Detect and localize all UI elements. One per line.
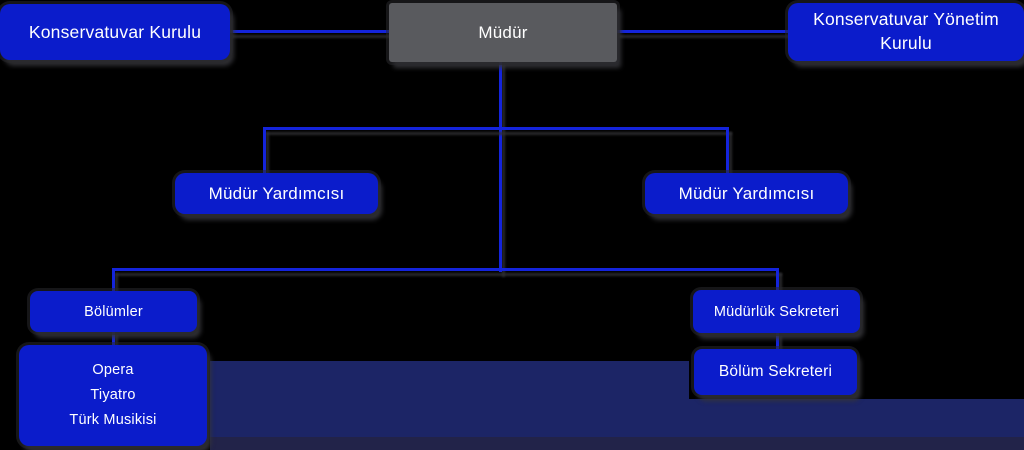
node-bolum-sekreteri: Bölüm Sekreteri <box>694 349 857 395</box>
connector-mudur-vertical <box>499 60 502 272</box>
background-band-left <box>210 361 689 437</box>
node-mudur-yardimcisi-right: Müdür Yardımcısı <box>645 173 848 214</box>
connector-drop-mudurluk-sekreteri <box>776 268 779 292</box>
connector-sekreter-link <box>776 331 779 351</box>
connector-drop-yardimci-right <box>726 127 729 175</box>
node-label: Müdürlük Sekreteri <box>713 303 840 320</box>
node-label: Müdür Yardımcısı <box>678 183 815 203</box>
node-label: Konservatuvar Yönetim Kurulu <box>813 9 999 53</box>
department-item: Tiyatro <box>90 387 136 403</box>
connector-level1-horizontal <box>263 127 729 130</box>
connector-level2-horizontal <box>112 268 779 271</box>
connector-kurulu-mudur <box>228 30 390 33</box>
background-band-right <box>689 399 1024 437</box>
connector-bolumler-departments <box>112 330 115 347</box>
node-departments-list: Opera Tiyatro Türk Musikisi <box>19 345 207 446</box>
connector-mudur-yonetim-kurulu <box>616 30 789 33</box>
node-label: Müdür <box>478 22 528 42</box>
background-band-bottom <box>210 437 1024 450</box>
node-bolumler: Bölümler <box>30 291 197 332</box>
node-label: Müdür Yardımcısı <box>208 183 345 203</box>
connector-drop-bolumler <box>112 268 115 293</box>
node-mudurluk-sekreteri: Müdürlük Sekreteri <box>693 290 860 333</box>
node-label: Bölüm Sekreteri <box>718 363 833 380</box>
node-mudur-yardimcisi-left: Müdür Yardımcısı <box>175 173 378 214</box>
department-item: Türk Musikisi <box>69 412 157 428</box>
node-konservatuvar-kurulu: Konservatuvar Kurulu <box>0 4 230 60</box>
node-konservatuvar-yonetim-kurulu: Konservatuvar Yönetim Kurulu <box>788 3 1024 61</box>
node-mudur: Müdür <box>389 3 617 62</box>
node-label: Bölümler <box>84 303 143 320</box>
department-item: Opera <box>92 362 134 378</box>
connector-drop-yardimci-left <box>263 127 266 175</box>
node-label: Konservatuvar Kurulu <box>28 21 202 42</box>
